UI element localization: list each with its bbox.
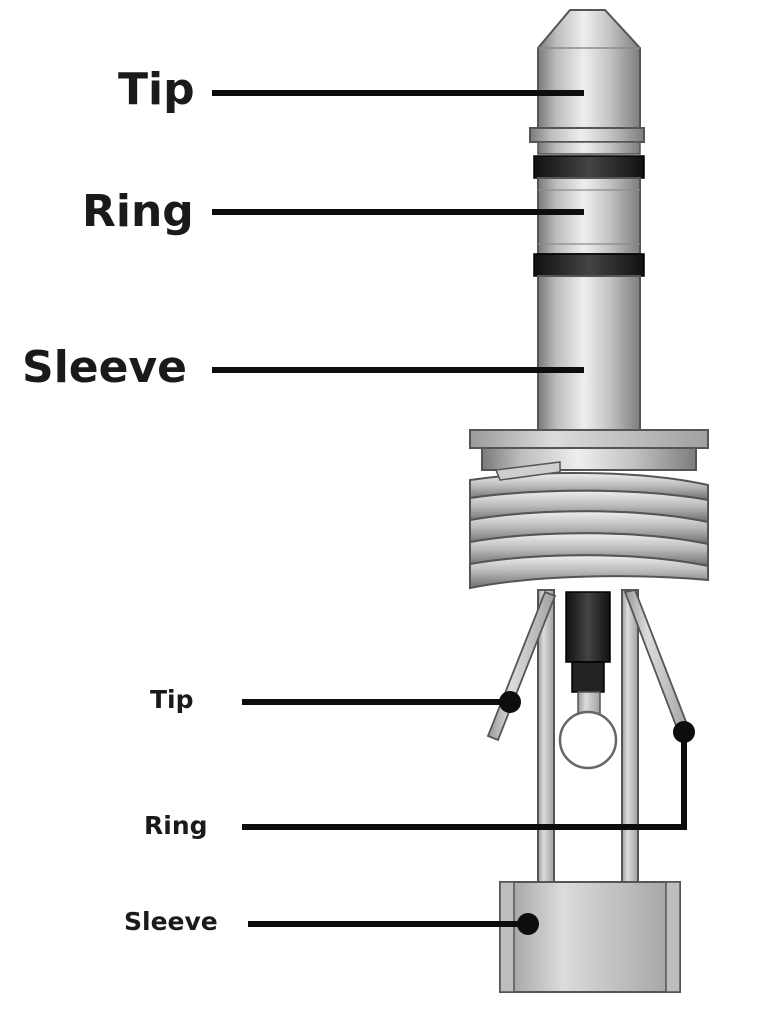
leader-terminal-sleeve: [248, 913, 539, 935]
plug-insulator-1: [533, 141, 645, 179]
plug-insulator-2: [533, 253, 645, 277]
sleeve-terminal-block: [499, 881, 681, 993]
label-terminal-sleeve: Sleeve: [124, 907, 218, 936]
plug-sleeve-contact: [537, 275, 641, 431]
plug-tip-collar: [529, 127, 645, 143]
label-terminal-ring: Ring: [144, 811, 208, 840]
label-terminal-tip: Tip: [150, 685, 194, 714]
label-plug-ring: Ring: [82, 186, 194, 237]
plug-tip-contact: [537, 9, 641, 129]
label-plug-tip: Tip: [118, 64, 195, 115]
plug-ring-contact: [537, 177, 641, 255]
center-pin: [558, 591, 618, 770]
jack-threads: [469, 461, 709, 590]
leader-terminal-ring: [242, 721, 695, 830]
leader-terminal-tip: [242, 691, 521, 713]
jack-flange: [469, 429, 709, 471]
label-plug-sleeve: Sleeve: [22, 342, 187, 393]
